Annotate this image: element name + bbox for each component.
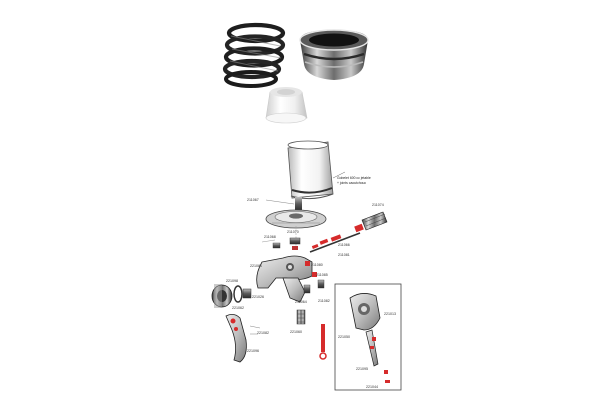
callout-label: 221044 (366, 385, 378, 389)
callout-label: 211074 (372, 203, 384, 207)
valve-fittings (303, 261, 325, 294)
callout-label: 211070 (287, 230, 299, 234)
detail-inset (334, 283, 402, 391)
callout-label: 211085 (316, 273, 328, 277)
coil-spring (222, 22, 286, 88)
cup-note-line1: Gobelet 600 cc jetable (337, 176, 371, 180)
callout-label: 211082 (318, 299, 330, 303)
callout-label: 211067 (247, 198, 259, 202)
callout-label: 211064 (295, 300, 307, 304)
callout-label: 221082 (257, 331, 269, 335)
white-seal (265, 87, 308, 124)
air-cap (211, 284, 233, 308)
inlet-parts (272, 237, 301, 250)
callout-label: 211068 (264, 235, 276, 239)
cap-ring (233, 285, 252, 303)
cup-note-line2: + joints caoutchouc (337, 181, 366, 185)
cleaning-brush (319, 324, 327, 360)
metal-nut (299, 29, 369, 80)
fluid-adjuster-knob (354, 211, 388, 233)
callout-label: 221098 (226, 279, 238, 283)
callout-label: 221013 (384, 312, 396, 316)
callout-label: 221050 (338, 335, 350, 339)
air-inlet-stem (296, 309, 306, 325)
gun-body (256, 255, 313, 303)
cup-lid (265, 209, 327, 229)
callout-label: 221062 (232, 306, 244, 310)
callout-label: 211081 (338, 253, 350, 257)
paint-cup (287, 140, 334, 200)
needle-assembly (309, 232, 361, 253)
callout-label: 211066 (338, 243, 350, 247)
filter-tube (295, 197, 302, 211)
callout-label: 221060 (290, 330, 302, 334)
callout-label: 221095 (356, 367, 368, 371)
callout-label: 211080 (311, 263, 323, 267)
callout-label: 221026 (252, 295, 264, 299)
callout-label: 221081 (250, 264, 262, 268)
trigger (225, 314, 247, 363)
callout-label: 221096 (247, 349, 259, 353)
